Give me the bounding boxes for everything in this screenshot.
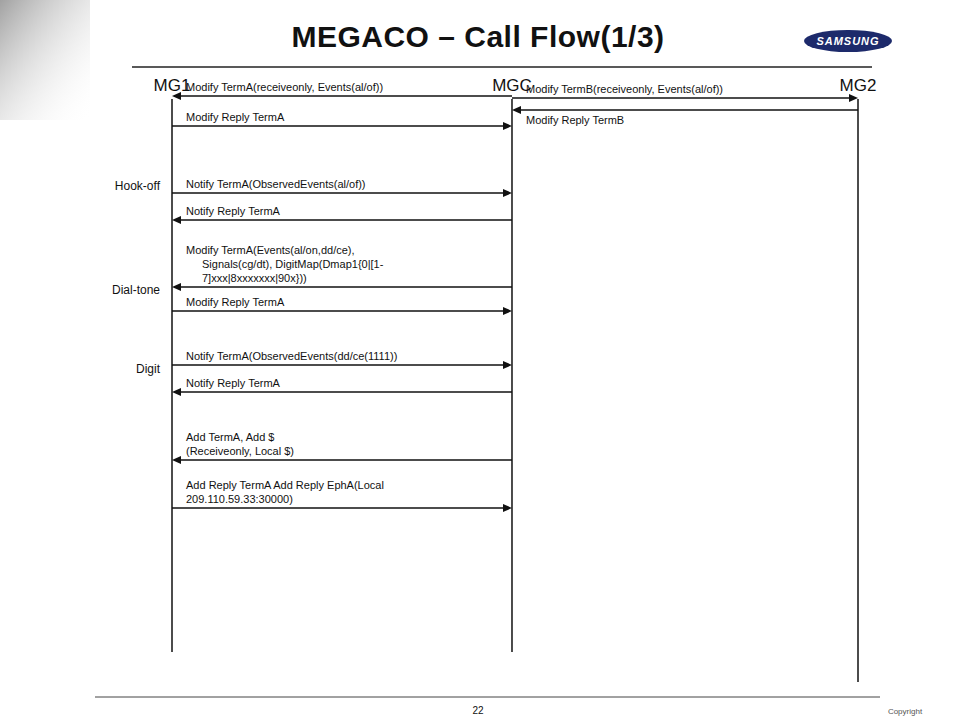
lifeline [171,99,173,652]
message-arrow [172,283,512,291]
message-label: Modify TermA(Events(al/on,dd/ce), Signal… [186,243,418,285]
message-arrow [172,122,512,130]
message-label: Modify TermB(receiveonly, Events(al/of)) [526,82,723,96]
message-arrow [172,456,512,464]
event-note: Hook-off [115,179,160,193]
message-label: Modify TermA(receiveonly, Events(al/of)) [186,80,383,94]
message-arrow [512,94,858,102]
message-label: Modify Reply TermB [526,113,624,127]
slide-title: MEGACO – Call Flow(1/3) [291,20,664,54]
message-arrow [172,504,512,512]
header-rule [132,66,872,68]
message-arrow [172,361,512,369]
scan-shadow [0,0,90,120]
lifeline-head: MG2 [836,74,881,98]
message-label: Notify TermA(ObservedEvents(al/of)) [186,177,366,191]
message-arrow [172,388,512,396]
message-arrow [172,189,512,197]
participant-name: MG2 [840,76,877,95]
message-label: Notify Reply TermA [186,204,280,218]
message-label: Modify Reply TermA [186,110,284,124]
message-label: Add TermA, Add $ (Receiveonly, Local $) [186,430,326,458]
copyright-note: Copyright [888,707,922,716]
message-label: Add Reply TermA Add Reply EphA(Local 209… [186,478,426,506]
lifeline [857,99,859,682]
message-label: Notify TermA(ObservedEvents(dd/ce(1111)) [186,349,397,363]
message-label: Notify Reply TermA [186,376,280,390]
lifeline [511,99,513,652]
event-note: Dial-tone [112,283,160,297]
page-number: 22 [472,705,483,716]
footer-rule [95,697,880,698]
company-logo: SAMSUNG [804,30,891,52]
message-label: Modify Reply TermA [186,295,284,309]
message-arrow [172,92,512,100]
participant-name: MGC [492,76,532,95]
message-arrow [172,307,512,315]
message-arrow [512,106,858,114]
message-arrow [172,216,512,224]
event-note: Digit [136,362,160,376]
participant-name: MG1 [154,76,191,95]
